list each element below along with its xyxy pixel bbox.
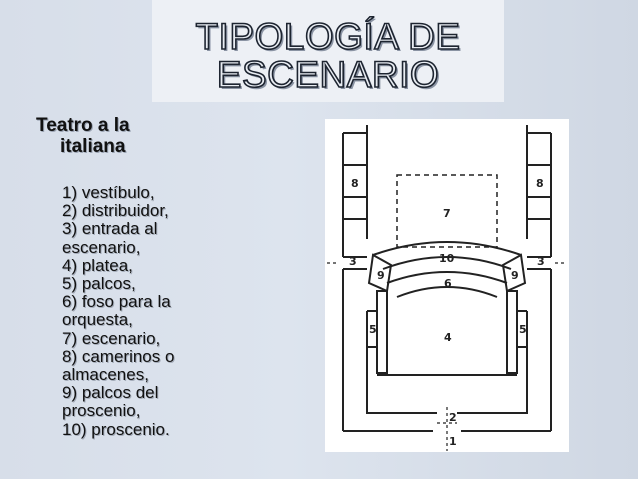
- wall-top-left: [343, 125, 368, 149]
- label-distributor: 2: [449, 411, 457, 424]
- label-stalls: 4: [444, 331, 452, 344]
- entrance-right: [527, 256, 551, 270]
- orchestra-pit-arc-lower: [396, 286, 498, 298]
- legend-item: 2) distribuidor,: [62, 201, 169, 221]
- wall-top-right: [526, 125, 551, 149]
- slide-title-line-2: ESCENARIO: [216, 54, 440, 95]
- entrance-left: [343, 256, 367, 270]
- legend-item: 9) palcos del: [62, 383, 159, 403]
- theatre-floor-plan: 8 8 7 3 3 10 9 9 6 5 5 4 2 1: [325, 119, 569, 452]
- boxes-left: [366, 310, 377, 348]
- legend-item: escenario,: [62, 237, 141, 257]
- orchestra-pit-arc: [386, 271, 508, 284]
- slide-title: TIPOLOGÍA DE ESCENARIO: [152, 16, 504, 95]
- legend-item: 6) foso para la: [62, 292, 171, 312]
- label-proscenium: 10: [439, 252, 455, 265]
- label-dressing-left: 8: [351, 177, 359, 190]
- legend-item: 8) camerinos o: [62, 346, 175, 366]
- proscenium-arc-upper: [372, 241, 522, 256]
- floor-plan-drawing: 8 8 7 3 3 10 9 9 6 5 5 4 2 1: [327, 125, 567, 451]
- rooms-right: [527, 164, 551, 220]
- legend-item: orquesta,: [62, 310, 133, 330]
- label-entrance-left: 3: [349, 255, 357, 268]
- stage-side-walls: [366, 149, 528, 239]
- distributor-walls: [366, 347, 528, 414]
- boxes-right: [517, 310, 528, 348]
- legend-item: 10) proscenio.: [62, 419, 170, 439]
- label-proscenium-box-right: 9: [511, 269, 519, 282]
- label-stage: 7: [443, 207, 451, 220]
- title-panel: [152, 0, 504, 102]
- label-boxes-left: 5: [369, 323, 377, 336]
- legend-item: 4) platea,: [62, 255, 133, 275]
- legend-item: 5) palcos,: [62, 274, 136, 294]
- auditorium-inner-walls: [386, 291, 508, 375]
- label-proscenium-box-left: 9: [377, 269, 385, 282]
- label-boxes-right: 5: [519, 323, 527, 336]
- auditorium-wall-right: [507, 290, 518, 374]
- label-entrance-right: 3: [537, 255, 545, 268]
- legend-item: 1) vestíbulo,: [62, 183, 155, 202]
- rooms-left: [343, 164, 367, 220]
- legend-item: almacenes,: [62, 365, 149, 385]
- section-heading: Teatro a la italiana: [36, 115, 196, 157]
- stage-outline: [396, 174, 498, 248]
- label-orchestra-pit: 6: [444, 277, 452, 290]
- section-heading-line-1: Teatro a la: [36, 115, 130, 136]
- legend-item: 3) entrada al: [62, 219, 158, 239]
- legend-item: 7) escenario,: [62, 328, 161, 348]
- slide-title-line-1: TIPOLOGÍA DE: [195, 16, 461, 57]
- legend-list: 1) vestíbulo, 2) distribuidor, 3) entrad…: [62, 183, 232, 439]
- section-heading-line-2: italiana: [60, 136, 126, 157]
- label-dressing-right: 8: [536, 177, 544, 190]
- auditorium-wall-left: [376, 290, 387, 374]
- label-vestibule: 1: [449, 435, 457, 448]
- proscenium-arc-mid: [382, 256, 512, 270]
- legend-item: proscenio,: [62, 401, 141, 421]
